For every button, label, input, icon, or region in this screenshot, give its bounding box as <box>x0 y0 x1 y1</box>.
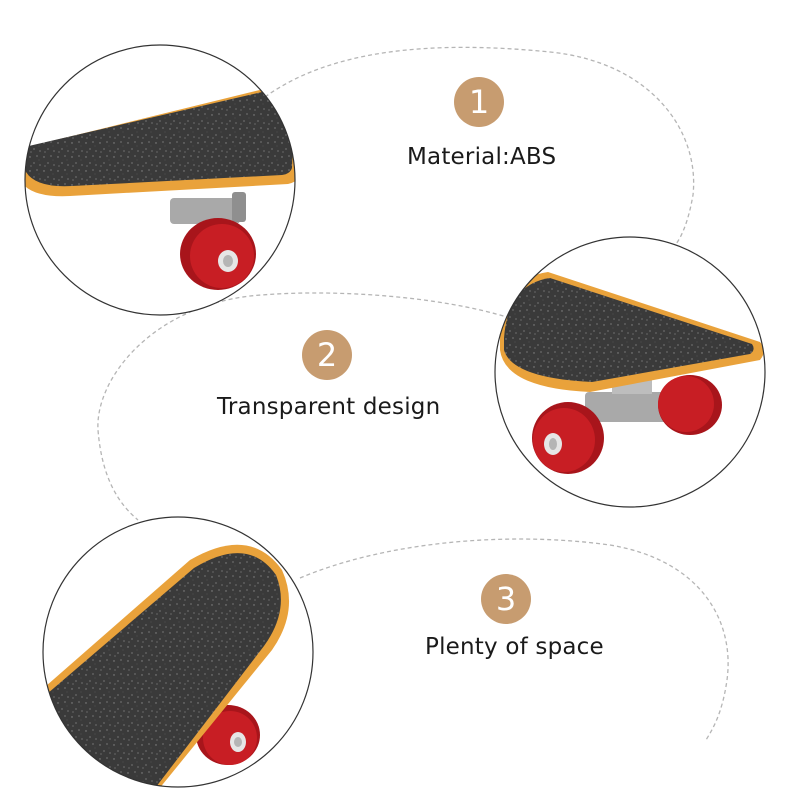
truck-1 <box>170 198 240 224</box>
wheel-2-front <box>532 402 604 474</box>
wheel-1 <box>180 218 256 290</box>
wheel-2-back <box>658 375 722 435</box>
dashed-outline-1 <box>264 46 695 256</box>
grip-tape-1 <box>25 91 294 187</box>
feature-label-material: Material:ABS <box>407 144 557 170</box>
dashed-outline-2 <box>97 292 511 521</box>
grip-tape-2 <box>504 278 754 382</box>
feature-label-plenty-of-space: Plenty of space <box>425 634 604 660</box>
dashed-outline-3 <box>299 538 729 741</box>
product-image-2 <box>494 236 766 508</box>
feature-label-transparent-design: Transparent design <box>217 394 441 420</box>
truck-2 <box>585 392 680 422</box>
feature-number-badge-1: 1 <box>454 77 504 127</box>
product-image-3 <box>42 516 314 788</box>
grip-tape-3 <box>43 553 281 787</box>
feature-number-badge-2: 2 <box>302 330 352 380</box>
product-image-1 <box>24 44 296 316</box>
feature-number-badge-3: 3 <box>481 574 531 624</box>
